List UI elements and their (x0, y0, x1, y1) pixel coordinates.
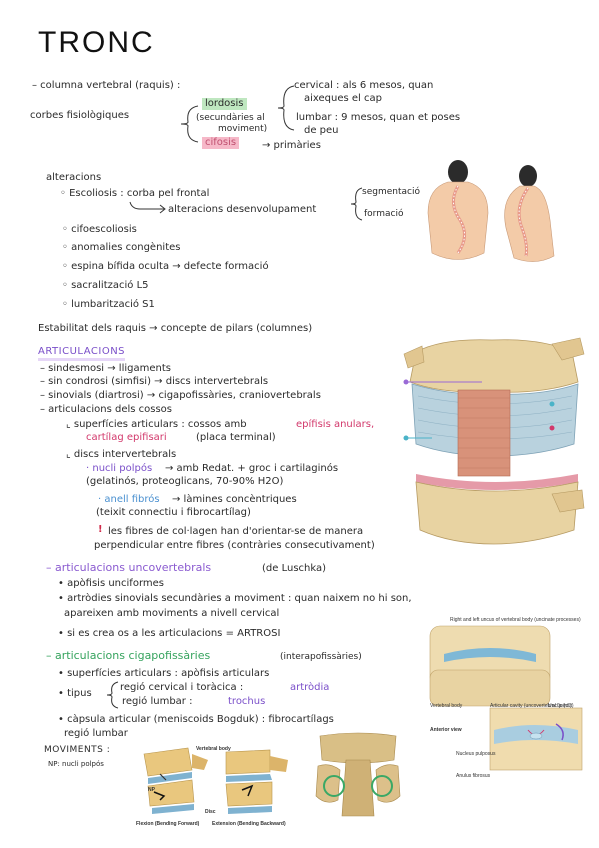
uncovertebral-line: • apòfisis unciformes (58, 578, 164, 589)
lumbar-line-2: de peu (304, 125, 339, 136)
moviments-heading: MOVIMENTS : (44, 745, 111, 755)
uncovertebrals-heading: – articulacions uncovertebrals (46, 561, 212, 574)
luschka-label: (de Luschka) (262, 563, 327, 574)
vertebral-body-caption: Vertebral body (196, 746, 231, 752)
alteracio-item: ◦ espina bífida oculta → defecte formaci… (62, 261, 269, 272)
superficies-line: ⌞ superfícies articulars : cossos amb (66, 419, 247, 430)
articulacio-line: – sindesmosi → lligaments (40, 363, 171, 374)
alteracio-item: ◦ anomalies congènites (62, 242, 181, 253)
spine-illustration (427, 160, 555, 262)
primaries-label: → primàries (262, 140, 321, 151)
anell-label: · anell fibrós (98, 494, 160, 505)
articulacions-heading: ARTICULACIONS (38, 346, 126, 361)
anterior-view-caption: Anterior view (430, 727, 462, 733)
formacio-label: formació (364, 209, 404, 219)
corbes-label: corbes fisiològiques (30, 110, 130, 121)
brace-icon (277, 85, 295, 131)
alteracions-desenvolupament: alteracions desenvolupament (168, 204, 317, 215)
uncovertebral-line: • si es crea os a les articulacions = AR… (58, 628, 281, 639)
articular-cavity-caption: Articular cavity (uncovertebral "joint") (490, 703, 572, 709)
cervical-line-2: aixeques el cap (304, 93, 382, 104)
uncovertebral-line: apareixen amb moviments a nivell cervica… (64, 608, 280, 619)
articulacio-line: – sin condrosi (simfisi) → discs interve… (40, 376, 269, 387)
alteracions-heading: alteracions (46, 172, 102, 183)
regio-cervical-label: regió cervical i toràcica : (120, 682, 244, 693)
flexion-caption: Flexion (Bending Forward) (136, 821, 200, 827)
brace-icon (106, 681, 119, 709)
nucli-desc: → amb Redat. + groc i cartilaginós (165, 463, 339, 474)
cartilag-label: cartílag epifisari (86, 432, 167, 443)
epifisis-label: epífisis anulars, (296, 419, 375, 430)
brace-icon (180, 105, 199, 143)
capsula-line-2: regió lumbar (64, 728, 128, 739)
uncus-caption: Uncus (cut) (548, 703, 574, 709)
page-title: TRONC (38, 26, 155, 59)
extension-caption: Extension (Bending Backward) (212, 821, 286, 827)
moviment-label: moviment) (218, 124, 268, 134)
tipus-label: • tipus (58, 688, 92, 699)
fibres-line-2: perpendicular entre fibres (contràries c… (94, 540, 375, 551)
disc-caption: Disc (205, 809, 216, 815)
uncovertebral-joint-illustration (424, 612, 588, 772)
anell-desc: → làmines concèntriques (172, 494, 297, 505)
capsula-line-1: • càpsula articular (meniscoids Bogduk) … (58, 714, 334, 725)
segmentacio-label: segmentació (362, 187, 420, 197)
placa-label: (placa terminal) (196, 432, 276, 443)
np-caption: NP (148, 787, 155, 793)
articulacio-line: – articulacions dels cossos (40, 404, 173, 415)
trochus-label: trochus (228, 696, 266, 707)
alteracio-item: ◦ cifoescoliosis (62, 224, 137, 235)
alteracio-item: ◦ sacralització L5 (62, 280, 149, 291)
flexion-extension-illustration (130, 740, 298, 832)
artrodia-label: artròdia (290, 682, 330, 693)
uncus-title-caption: Right and left uncus of vertebral body (… (450, 617, 581, 623)
superficies-cig-line: • superfícies articulars : apòfisis arti… (58, 668, 270, 679)
secundaries-label: (secundàries al (196, 113, 265, 123)
discs-line: ⌞ discs intervertebrals (66, 449, 177, 460)
lumbar-line-1: lumbar : 9 mesos, quan et poses (296, 112, 461, 123)
arrow-icon (129, 201, 166, 214)
cifosis-label: cifosis (202, 137, 240, 149)
nucli-label: · nucli polpós (86, 463, 153, 474)
brace-icon (350, 187, 363, 221)
articulacio-line: – sinovials (diartrosi) → cigapofissàrie… (40, 390, 321, 401)
cigapofissaries-heading: – articulacions cigapofissàries (46, 649, 211, 662)
uncovertebral-line: • artròdies sinovials secundàries a movi… (58, 593, 412, 604)
vertebral-bodies-caption: Vertebral body (430, 703, 463, 709)
columna-intro: – columna vertebral (raquis) : (32, 80, 181, 91)
nucli-desc-2: (gelatinós, proteoglicans, 70-90% H2O) (86, 476, 284, 487)
lordosis-label: lordosis (202, 98, 247, 110)
anulus-caption: Anulus fibrosus (456, 773, 491, 779)
cervical-line-1: cervical : als 6 mesos, quan (294, 80, 434, 91)
escoliosis-line: ◦ Escoliosis : corba pel frontal (60, 188, 210, 199)
fibres-line-1: les fibres de col·lagen han d'orientar-s… (108, 526, 364, 537)
alteracio-item: ◦ lumbarització S1 (62, 299, 155, 310)
nucleus-caption: Nucleus pulposus (456, 751, 496, 757)
exclamation-icon: ! (98, 524, 103, 535)
np-note: NP: nucli polpós (48, 760, 104, 768)
anell-desc-2: (teixit connectiu i fibrocartílag) (96, 507, 251, 518)
estabilitat-line: Estabilitat dels raquis → concepte de pi… (38, 323, 313, 334)
facet-joint-illustration (310, 730, 406, 822)
regio-lumbar-label: regió lumbar : (122, 696, 193, 707)
intervertebral-disc-illustration (403, 337, 585, 545)
interapofissaries-label: (interapofissàries) (280, 652, 362, 662)
